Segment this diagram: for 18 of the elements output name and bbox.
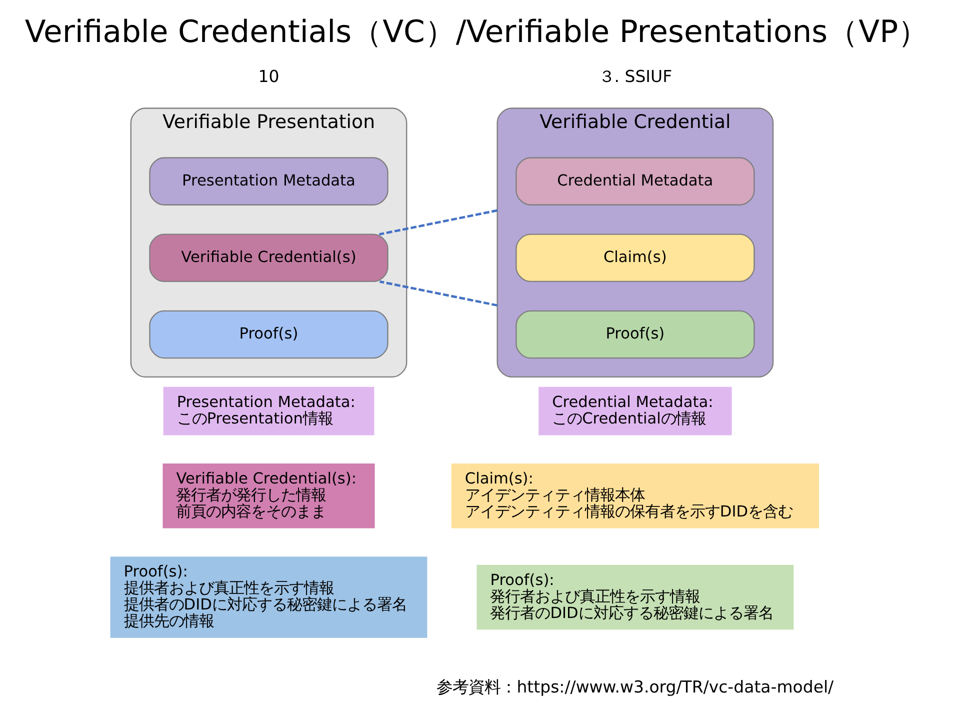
node-box: Credential Metadata: [516, 157, 755, 206]
node-box: Verifiable Credential(s): [149, 234, 388, 282]
connector: [379, 280, 498, 307]
node-box: Verifiable Credential(s): 発行者が発行した情報 前頁の内容をそのまま: [162, 464, 375, 528]
label: ３. SSIUF: [598, 66, 672, 86]
label: 10: [258, 66, 280, 86]
diagram-title: Verifiable Credentials（VC）/Verifiable Presentations（VP）: [24, 15, 930, 50]
node-box: Presentation Metadata: [149, 157, 388, 206]
node-box: Proof(s): [149, 310, 388, 359]
node-box: Claim(s): アイデンティティ情報本体 アイデンティティ情報の保有者を示すDIDを含む: [451, 464, 819, 528]
node-box: Credential Metadata: このCredentialの情報: [538, 386, 732, 436]
node-box: Proof(s): 提供者および真正性を示す情報 提供者のDIDに対応する秘密鍵による署名 提供先の情報: [110, 556, 428, 638]
node-box: Proof(s): 発行者および真正性を示す情報 発行者のDIDに対応する秘密鍵による署名: [476, 564, 794, 630]
connector: [379, 209, 498, 236]
caption: 参考資料：https://www.w3.org/TR/vc-data-model/: [436, 677, 834, 696]
node-box: Presentation Metadata: このPresentation情報: [163, 386, 374, 436]
node-box: Claim(s): [516, 234, 755, 282]
node-box: Proof(s): [516, 310, 755, 359]
